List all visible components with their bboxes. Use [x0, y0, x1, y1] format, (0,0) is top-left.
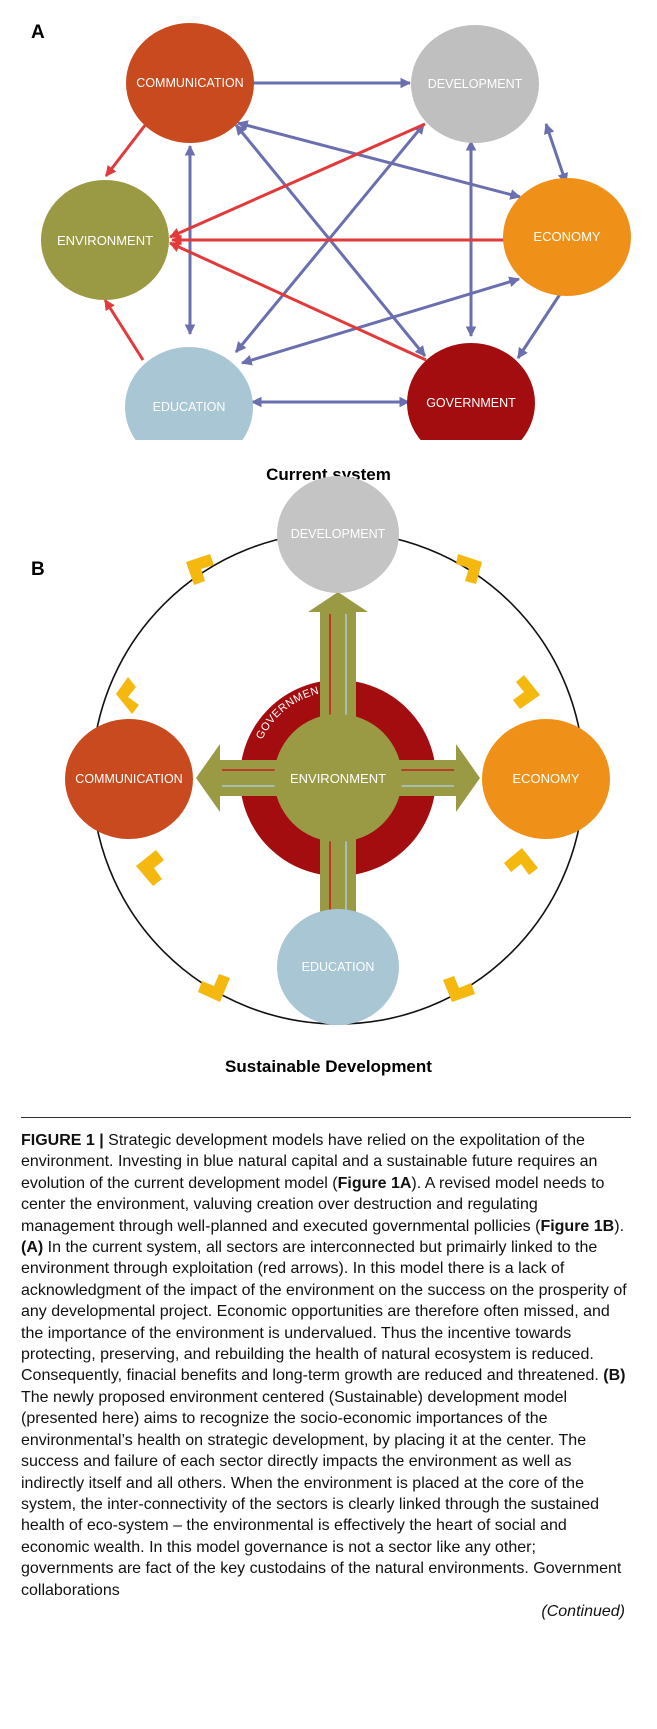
- figure-caption: FIGURE 1 | Strategic development models …: [21, 1117, 631, 1622]
- arrow-government-to-environment: [169, 241, 427, 362]
- exploitation-arrows: [103, 122, 505, 362]
- caption-label-b: (B): [603, 1367, 626, 1385]
- caption-part-3: ).: [614, 1217, 625, 1235]
- node-government: GOVERNMENT: [407, 343, 535, 440]
- panel-b-letter: B: [31, 559, 45, 580]
- panel-a-letter: A: [31, 22, 45, 43]
- caption-part-4: In the current system, all sectors are i…: [21, 1239, 627, 1385]
- caption-part-2: ). A revised model needs to center the e…: [21, 1174, 605, 1235]
- node-economy-label: ECONOMY: [533, 229, 601, 244]
- arrow-communication-to-environment: [104, 123, 148, 177]
- node-development-label: DEVELOPMENT: [428, 77, 523, 91]
- caption-label-a: (A): [21, 1239, 44, 1257]
- caption-continued: (Continued): [541, 1602, 625, 1620]
- connector-7: [198, 974, 230, 1002]
- connector-8: [443, 976, 475, 1002]
- center-environment-label: ENVIRONMENT: [290, 771, 386, 786]
- caption-part-1: Strategic development models have relied…: [21, 1132, 598, 1192]
- node-education: EDUCATION: [125, 347, 253, 440]
- panel-a-title: Current system: [266, 465, 391, 484]
- node-b-development: [279, 530, 397, 593]
- node-development: DEVELOPMENT: [411, 25, 539, 143]
- arrow-development-to-environment: [169, 122, 426, 239]
- arrow-development-economy: [544, 122, 568, 185]
- node-government-label: GOVERNMENT: [426, 396, 516, 410]
- node-economy: ECONOMY: [503, 178, 631, 296]
- node-communication-label: COMMUNICATION: [136, 76, 243, 90]
- node-environment: ENVIRONMENT: [41, 180, 169, 300]
- node-communication: COMMUNICATION: [126, 23, 254, 143]
- caption-part-5: The newly proposed environment centered …: [21, 1388, 622, 1599]
- caption-ref-figure-1a[interactable]: Figure 1A: [337, 1174, 412, 1192]
- panel-a-diagram: COMMUNICATION DEVELOPMENT ENVIRONMENT EC…: [41, 23, 631, 440]
- arrow-education-to-environment: [103, 299, 145, 361]
- connector-1: [186, 554, 214, 585]
- arrow-economy-education: [240, 276, 521, 366]
- connector-3: [513, 675, 540, 709]
- government-ring-label: GOVERNMENT: [0, 530, 321, 741]
- caption-text: FIGURE 1 | Strategic development models …: [21, 1130, 631, 1601]
- node-education-label: EDUCATION: [153, 400, 226, 414]
- connector-4: [116, 677, 139, 714]
- panel-b-title: Sustainable Development: [225, 1057, 432, 1076]
- connector-2: [456, 554, 482, 584]
- caption-ref-figure-1b[interactable]: Figure 1B: [540, 1217, 615, 1235]
- node-environment-label: ENVIRONMENT: [57, 233, 153, 248]
- connector-6: [504, 848, 538, 875]
- connector-5: [136, 850, 164, 886]
- center-environment: [274, 714, 402, 842]
- panel-b-diagram: GOVERNMENT ENVIRONMENT: [0, 530, 585, 1025]
- caption-figure-label: FIGURE 1 |: [21, 1132, 104, 1149]
- connectors: [116, 554, 540, 1002]
